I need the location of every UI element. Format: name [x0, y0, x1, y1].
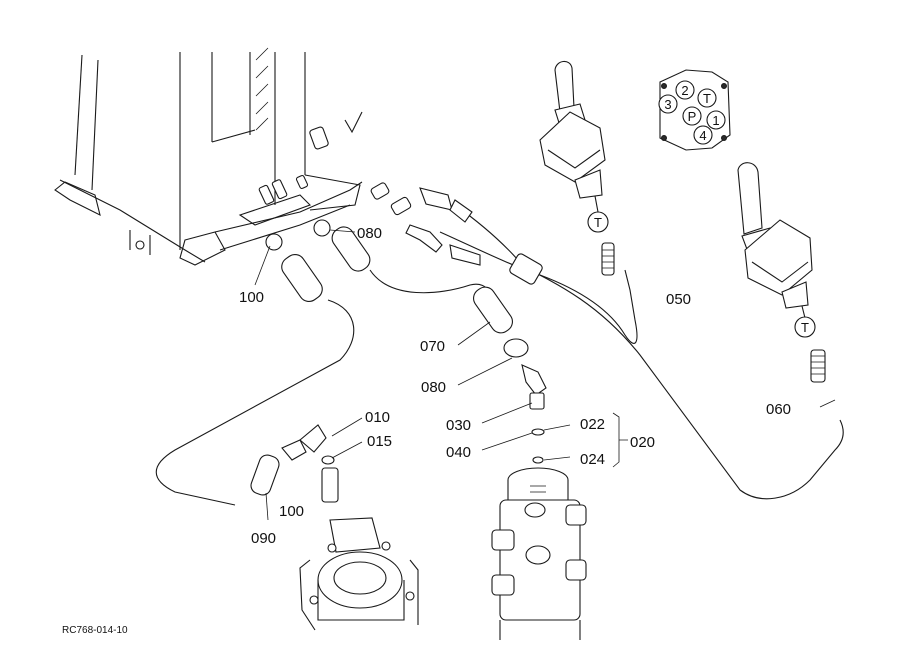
label-015: 015 — [367, 433, 392, 450]
port-pattern-inset: 2 3 T P 1 4 — [658, 69, 731, 151]
label-030: 030 — [446, 417, 471, 434]
left-control-lever — [539, 60, 615, 276]
port-label-p: P — [688, 109, 697, 124]
rotary-joint — [491, 467, 587, 640]
label-060: 060 — [766, 401, 791, 418]
label-070: 070 — [420, 338, 445, 355]
label-100-bottom: 100 — [279, 503, 304, 520]
label-010: 010 — [365, 409, 390, 426]
label-050: 050 — [666, 291, 691, 308]
tank-callout-left: T — [594, 215, 602, 230]
label-100-left: 100 — [239, 289, 264, 306]
port-label-t: T — [703, 91, 711, 106]
port-label-3: 3 — [664, 97, 671, 112]
port-label-4: 4 — [699, 128, 706, 143]
port-label-2: 2 — [681, 83, 688, 98]
cab-frame — [54, 47, 363, 266]
figure-code: RC768-014-10 — [62, 625, 128, 636]
swing-motor — [281, 424, 419, 631]
label-020: 020 — [630, 434, 655, 451]
hose-sleeves — [250, 226, 513, 496]
upper-fittings — [265, 182, 543, 285]
label-080-mid: 080 — [421, 379, 446, 396]
right-control-lever — [737, 162, 826, 383]
swivel-fittings — [503, 338, 547, 464]
label-080-top: 080 — [357, 225, 382, 242]
leader-lines — [254, 229, 836, 521]
label-040: 040 — [446, 444, 471, 461]
label-024: 024 — [580, 451, 605, 468]
tank-callout-right: T — [801, 320, 809, 335]
label-090: 090 — [251, 530, 276, 547]
label-022: 022 — [580, 416, 605, 433]
port-label-1: 1 — [712, 113, 719, 128]
